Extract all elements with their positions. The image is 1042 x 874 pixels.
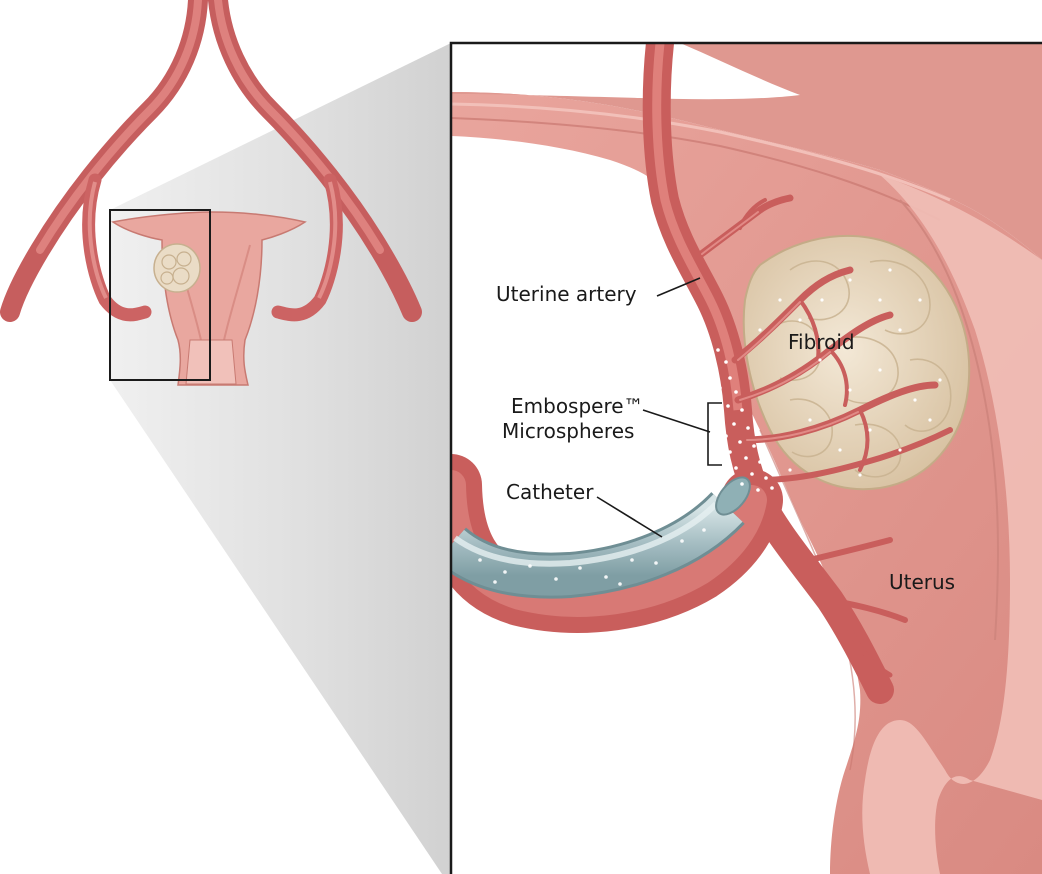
label-embospere-line2: Microspheres — [502, 419, 634, 443]
label-embospere-line1: Embospere™ — [511, 394, 644, 418]
label-uterine-artery: Uterine artery — [496, 282, 637, 306]
label-uterus: Uterus — [889, 570, 955, 594]
label-fibroid: Fibroid — [788, 330, 855, 354]
zoom-projection — [110, 43, 451, 874]
label-catheter: Catheter — [506, 480, 594, 504]
magnified-inset — [451, 43, 1042, 874]
